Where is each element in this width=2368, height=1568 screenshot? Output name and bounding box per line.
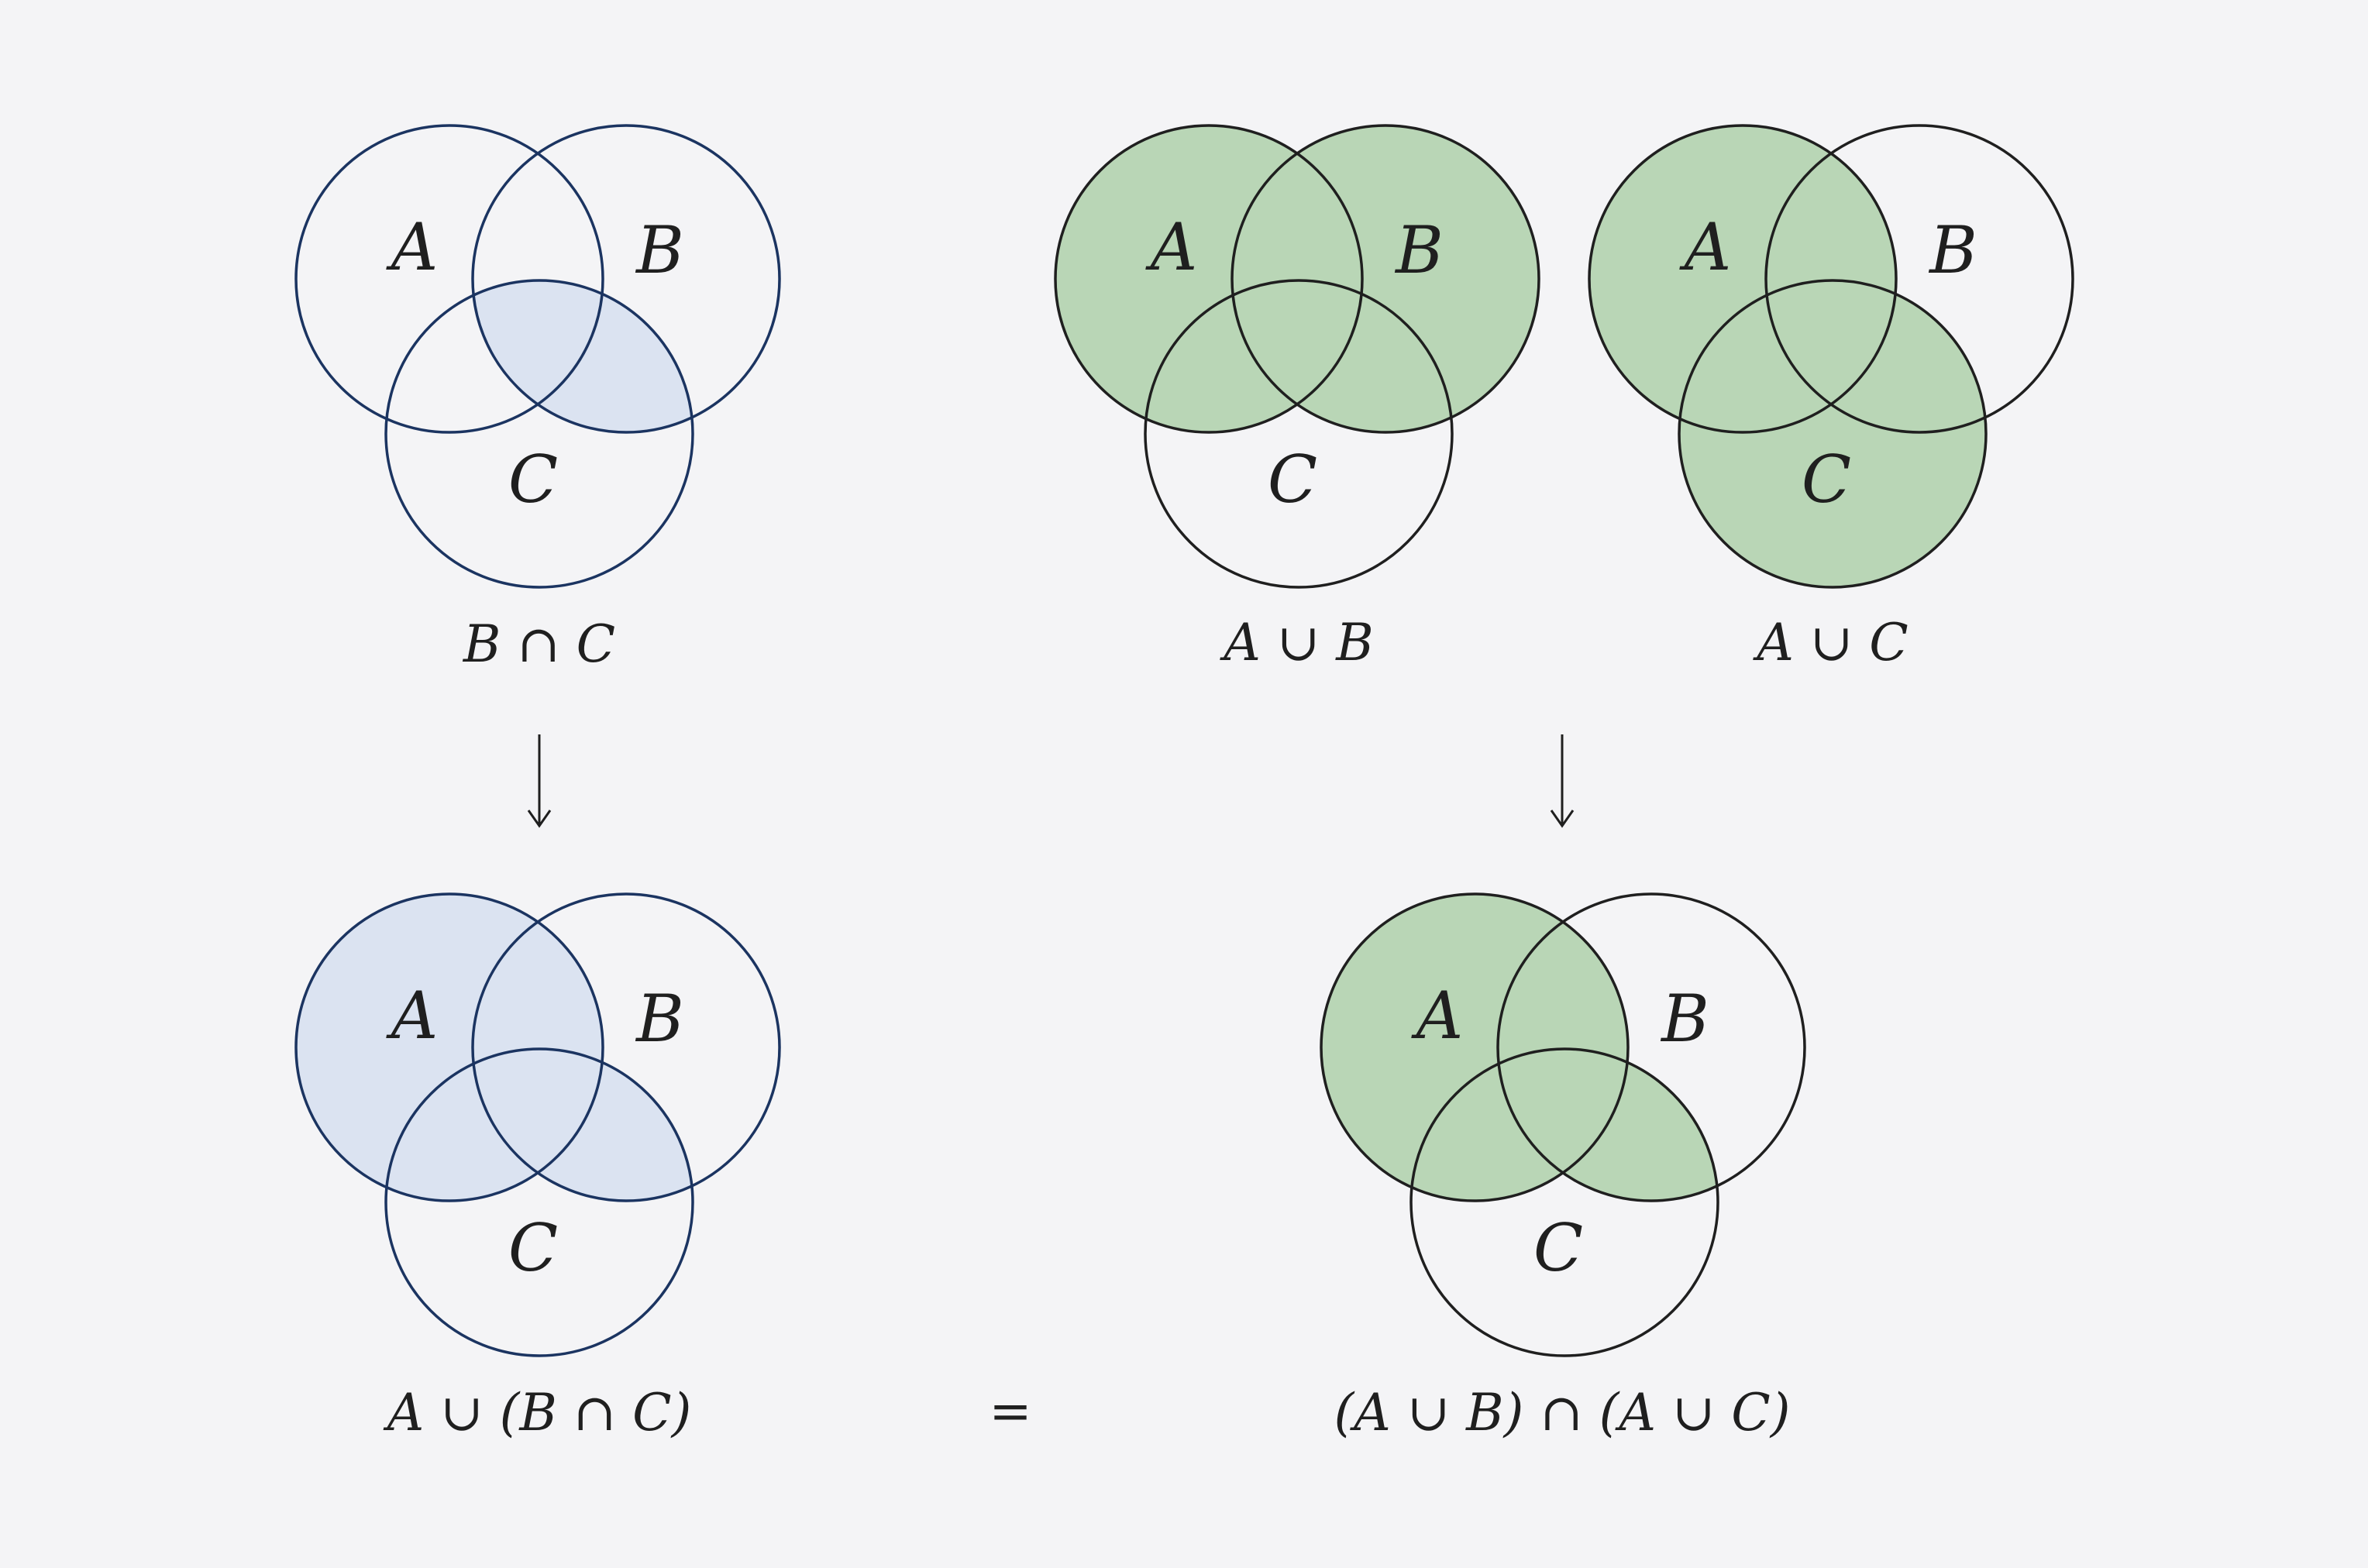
set-a-circle (1588, 124, 1898, 434)
set-a-label: A (386, 209, 439, 285)
set-b-circle (1230, 124, 1540, 434)
arrow-left (527, 734, 552, 828)
set-a-circle (294, 892, 604, 1202)
set-b-label: B (1394, 212, 1444, 288)
venn-rhs: A B C (A ∪ B) ∩ (A ∪ C) (1320, 892, 1806, 1442)
set-a-label: A (1411, 978, 1464, 1054)
set-a-label: A (386, 978, 439, 1054)
set-b-circle (1764, 124, 2074, 434)
caption-b-cap-c: B ∩ C (463, 614, 615, 674)
set-c-label: C (1533, 1210, 1583, 1286)
set-b-circle (1496, 892, 1806, 1202)
caption-a-cup-c: A ∪ C (1752, 613, 1908, 672)
set-b-label: B (1928, 212, 1977, 288)
venn-a-cup-c: A B C A ∪ C (1588, 124, 2074, 672)
caption-rhs: (A ∪ B) ∩ (A ∪ C) (1334, 1383, 1790, 1442)
set-a-circle (1320, 892, 1630, 1202)
arrow-right (1550, 734, 1575, 828)
set-c-circle (1409, 1047, 1719, 1357)
rhs-shading (1321, 894, 1718, 1201)
set-c-label: C (508, 1210, 558, 1286)
set-c-circle (1144, 279, 1454, 589)
set-b-circle (471, 124, 781, 434)
set-a-label: A (1145, 209, 1198, 285)
venn-lhs: A B C A ∪ (B ∩ C) (294, 892, 781, 1442)
equals-sign: = (989, 1381, 1031, 1441)
set-c-circle (384, 279, 694, 589)
venn-b-cap-c: A B C B ∩ C (294, 124, 781, 674)
b-cap-c-shading (473, 280, 693, 432)
set-c-label: C (1268, 442, 1317, 518)
a-cup-c-shading (1589, 126, 1986, 587)
set-c-circle (384, 1047, 694, 1357)
a-cup-b-shading (1055, 126, 1539, 432)
set-a-label: A (1679, 209, 1732, 285)
set-b-label: B (1660, 981, 1709, 1057)
set-a-circle (294, 124, 604, 434)
set-b-label: B (635, 212, 684, 288)
set-b-label: B (635, 981, 684, 1057)
set-c-label: C (508, 442, 558, 518)
lhs-shading (296, 894, 693, 1201)
caption-lhs: A ∪ (B ∩ C) (383, 1383, 692, 1442)
set-c-circle (1678, 279, 1988, 589)
set-b-circle (471, 892, 781, 1202)
set-c-label: C (1802, 442, 1851, 518)
caption-a-cup-b: A ∪ B (1219, 613, 1373, 672)
venn-a-cup-b: A B C A ∪ B (1054, 124, 1540, 672)
set-a-circle (1054, 124, 1364, 434)
